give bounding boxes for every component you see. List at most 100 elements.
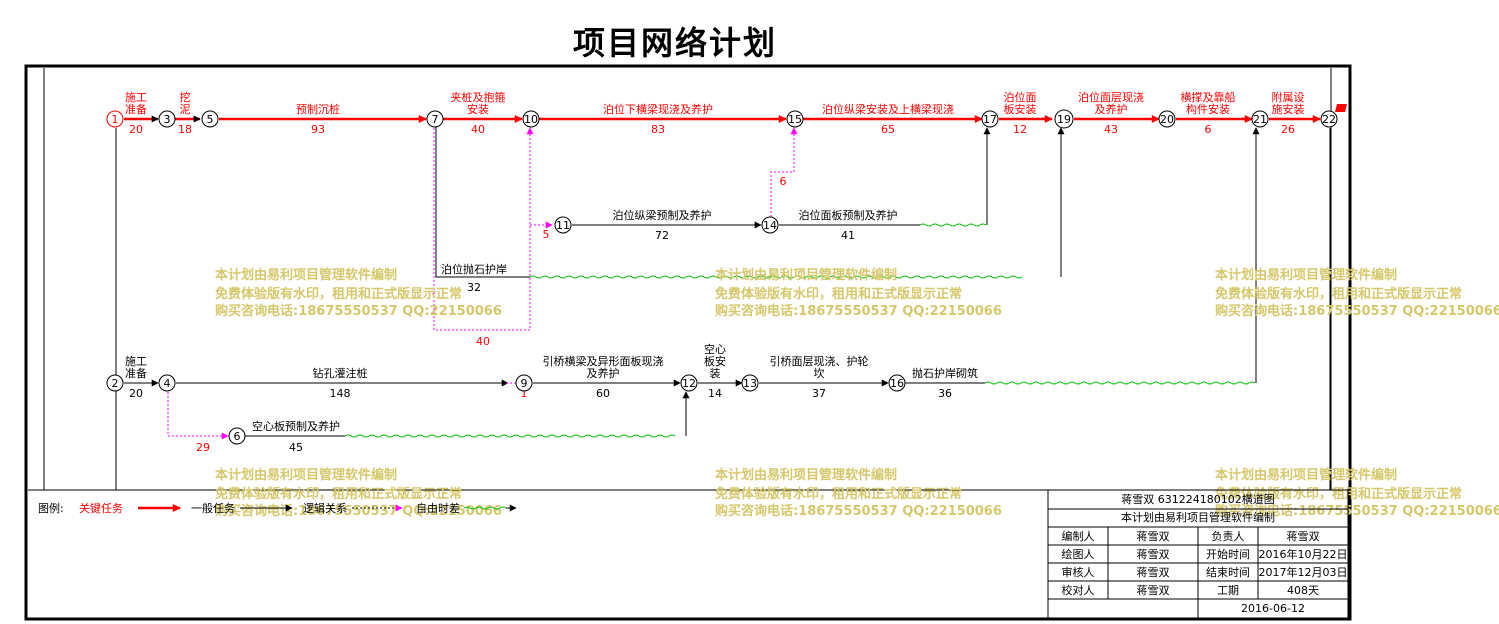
watermark-line3-a: 购买咨询电话:18675550537 QQ:22150066 [215, 303, 502, 319]
watermark-line2-a: 免费体验版有水印，租用和正式版显示正常 [215, 286, 462, 302]
watermark-line1-d: 本计划由易利项目管理软件编制 [215, 467, 397, 483]
tb-reviewer-label: 审核人 [1062, 565, 1095, 579]
node-22: 22 [1320, 110, 1338, 128]
watermark-line3-f: 购买咨询电话:18675550537 QQ:22150066 [1215, 503, 1499, 519]
node-15: 15 [786, 110, 804, 128]
task-duration-3-5: 18 [178, 123, 192, 136]
node-21: 21 [1251, 110, 1269, 128]
svg-text:11: 11 [556, 219, 570, 232]
task-label-2-4-l1: 施工 [125, 355, 147, 368]
tb-row1: 蒋雪双 631224180102横道图 [1121, 492, 1274, 506]
svg-text:6: 6 [234, 430, 241, 443]
task-label-12-13-l1: 空心 [704, 342, 726, 356]
task-duration-11-14: 72 [655, 229, 669, 242]
task-label-15-17: 泊位纵梁安装及上横梁现浇 [822, 102, 954, 116]
node-4: 4 [158, 374, 176, 392]
task-label-1-3-l2: 准备 [125, 102, 147, 116]
svg-text:20: 20 [1160, 113, 1174, 126]
node-13: 13 [741, 374, 759, 392]
svg-text:17: 17 [983, 113, 997, 126]
task-label-9-12-l1: 引桥横梁及异形面板现浇 [543, 354, 664, 368]
normal-tasks [115, 127, 1331, 490]
float-value-14-15: 6 [780, 175, 787, 188]
node-11: 11 [554, 216, 572, 234]
task-label-17-19-l2: 板安装 [1004, 102, 1037, 116]
tb-period-label: 工期 [1217, 584, 1239, 597]
svg-text:14: 14 [763, 219, 777, 232]
task-duration-21-22: 26 [1281, 123, 1295, 136]
tb-date: 2016-06-12 [1241, 602, 1305, 615]
svg-text:2: 2 [112, 377, 119, 390]
task-duration-4-9: 148 [330, 387, 351, 400]
legend-label: 图例: [38, 501, 64, 515]
task-label-12-13-l2: 板安 [704, 354, 726, 368]
watermark-line2-e: 免费体验版有水印，租用和正式版显示正常 [715, 486, 962, 502]
node-1: 1 [106, 110, 124, 128]
tb-checker-label: 校对人 [1062, 583, 1095, 597]
task-duration-9-12: 60 [596, 387, 610, 400]
watermark-line1-f: 本计划由易利项目管理软件编制 [1215, 467, 1397, 483]
watermark-line3-b: 购买咨询电话:18675550537 QQ:22150066 [715, 303, 1002, 319]
task-label-4-9: 钻孔灌注桩 [313, 366, 368, 380]
legend-float-wave [463, 506, 507, 510]
float-7-10 [433, 127, 534, 331]
float-wave-7-19 [529, 275, 1023, 279]
svg-text:12: 12 [682, 377, 696, 390]
svg-text:9: 9 [521, 377, 528, 390]
svg-text:7: 7 [432, 113, 439, 126]
task-duration-5-7: 93 [311, 123, 325, 136]
node-16: 16 [888, 374, 906, 392]
page-title: 项目网络计划 [572, 24, 777, 62]
float-value-4-6: 29 [196, 441, 210, 454]
task-duration-16-21: 36 [938, 387, 952, 400]
task-label-16-21: 抛石护岸砌筑 [912, 366, 978, 380]
title-block [1047, 489, 1349, 619]
node-5: 5 [201, 110, 219, 128]
task-label-7-10-l1: 夹桩及抱箍 [451, 90, 506, 104]
task-label-2-4-l2: 准备 [125, 366, 147, 380]
free-float-waves [344, 223, 1256, 438]
watermark-line3-c: 购买咨询电话:18675550537 QQ:22150066 [1215, 303, 1499, 319]
task-label-6-12: 空心板预制及养护 [252, 419, 340, 433]
tb-checker: 蒋雪双 [1137, 584, 1170, 597]
node-12: 12 [680, 374, 698, 392]
node-9: 9 [515, 374, 533, 392]
svg-text:5: 5 [207, 113, 214, 126]
task-label-9-12-l2: 及养护 [587, 366, 620, 380]
node-10: 10 [522, 110, 540, 128]
svg-text:21: 21 [1253, 113, 1267, 126]
task-label-1-3-l1: 施工 [125, 91, 147, 104]
task-label-21-22-l2: 施安装 [1272, 102, 1305, 116]
task-label-12-13-l3: 装 [710, 367, 721, 380]
task-label-20-21-l1: 横撑及靠船 [1181, 90, 1236, 104]
float-4-6 [167, 392, 229, 440]
tb-owner-label: 负责人 [1212, 529, 1245, 543]
nodes: 1 3 5 7 10 15 17 19 20 21 22 11 14 2 4 9… [106, 109, 1338, 445]
task-duration-13-16: 37 [812, 387, 826, 400]
watermark-line1-a: 本计划由易利项目管理软件编制 [215, 267, 397, 283]
float-14-15 [770, 127, 798, 217]
svg-text:19: 19 [1057, 113, 1071, 126]
legend-critical-label: 关键任务 [79, 501, 123, 515]
watermark-group: 本计划由易利项目管理软件编制 免费体验版有水印，租用和正式版显示正常 购买咨询电… [215, 267, 1499, 519]
task-label-11-14: 泊位纵梁预制及养护 [613, 208, 712, 222]
node-19: 19 [1054, 109, 1074, 129]
end-flag-icon [1335, 104, 1347, 112]
svg-text:3: 3 [164, 113, 171, 126]
node-20: 20 [1158, 110, 1176, 128]
task-label-19-20-l2: 及养护 [1095, 102, 1128, 116]
legend-logic-label: 逻辑关系 [303, 501, 347, 515]
tb-end-label: 结束时间 [1206, 566, 1250, 579]
task-label-14-17: 泊位面板预制及养护 [799, 208, 898, 222]
task-duration-2-4: 20 [129, 387, 143, 400]
tb-start-label: 开始时间 [1206, 547, 1250, 561]
task-duration-17-19: 12 [1013, 123, 1027, 136]
node-7: 7 [426, 110, 444, 128]
task-label-10-15: 泊位下横梁现浇及养护 [603, 102, 713, 116]
node-6: 6 [228, 427, 246, 445]
task-label-21-22-l1: 附属设 [1272, 90, 1305, 104]
task-duration-6-12: 45 [289, 441, 303, 454]
task-label-7-10-l2: 安装 [467, 102, 489, 116]
task-duration-14-17: 41 [841, 229, 855, 242]
